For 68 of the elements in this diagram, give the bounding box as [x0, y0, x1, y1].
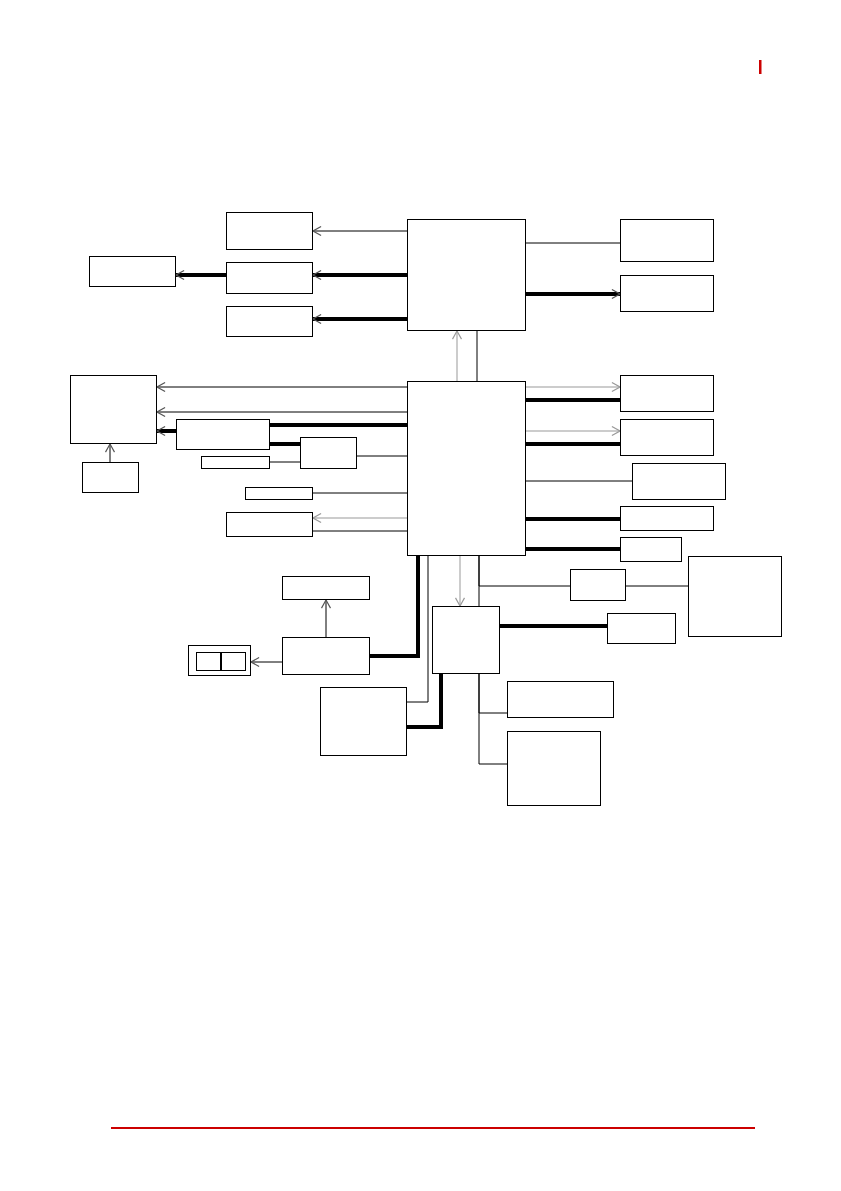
arrow: [312, 225, 408, 237]
connector-line: [526, 517, 620, 521]
block-box: [188, 645, 251, 676]
arrow: [526, 288, 621, 300]
connector-line: [370, 556, 420, 658]
block-box: [632, 463, 726, 500]
block-box: [620, 219, 714, 262]
block-box: [620, 275, 714, 312]
block-box: [688, 556, 782, 637]
arrow: [312, 512, 408, 524]
arrow: [156, 381, 408, 393]
block-box: [245, 487, 313, 500]
block-box: [226, 512, 313, 537]
connector-line: [407, 674, 443, 729]
arrow: [525, 425, 621, 437]
connector-line: [312, 530, 408, 532]
block-box: [282, 576, 370, 600]
block-box: [507, 731, 601, 806]
connector-line: [356, 455, 408, 457]
arrow: [525, 381, 621, 393]
connector-line: [269, 461, 301, 463]
block-box: [221, 652, 246, 671]
connector-line: [478, 673, 508, 765]
arrow: [156, 425, 176, 437]
block-box: [89, 256, 176, 287]
block-box: [300, 437, 357, 469]
block-box: [226, 212, 313, 250]
arrow: [451, 330, 463, 382]
block-box: [620, 419, 714, 456]
block-box: [432, 606, 500, 674]
arrow: [320, 599, 332, 638]
block-box: [82, 462, 139, 493]
block-box: [407, 381, 526, 556]
connector-line: [625, 585, 689, 587]
arrow: [104, 443, 116, 463]
block-box: [620, 537, 682, 562]
block-box: [226, 306, 313, 337]
connector-line: [525, 242, 621, 244]
connector-line: [500, 624, 607, 628]
block-box: [620, 375, 714, 412]
block-box: [620, 506, 714, 531]
arrow: [454, 555, 466, 607]
arrow: [312, 313, 407, 325]
connector-line: [406, 555, 429, 703]
block-box: [282, 637, 370, 675]
block-box: [196, 652, 221, 671]
block-box: [507, 681, 614, 718]
connector-line: [476, 330, 478, 382]
connector-line: [526, 398, 620, 402]
block-box: [176, 419, 270, 450]
connector-line: [270, 442, 300, 446]
block-box: [607, 613, 676, 644]
connector-line: [270, 423, 407, 427]
arrow: [175, 269, 226, 281]
connector-line: [478, 555, 571, 587]
block-box: [407, 219, 526, 331]
connector-line: [526, 442, 620, 446]
arrow: [312, 269, 407, 281]
arrow: [250, 656, 283, 668]
block-box: [570, 569, 626, 601]
block-box: [201, 456, 270, 469]
connector-line: [312, 492, 408, 494]
connector-line: [526, 547, 620, 551]
connector-line: [525, 480, 633, 482]
arrow: [156, 406, 408, 418]
block-box: [320, 687, 407, 756]
block-box: [226, 262, 313, 294]
block-box: [70, 375, 157, 444]
